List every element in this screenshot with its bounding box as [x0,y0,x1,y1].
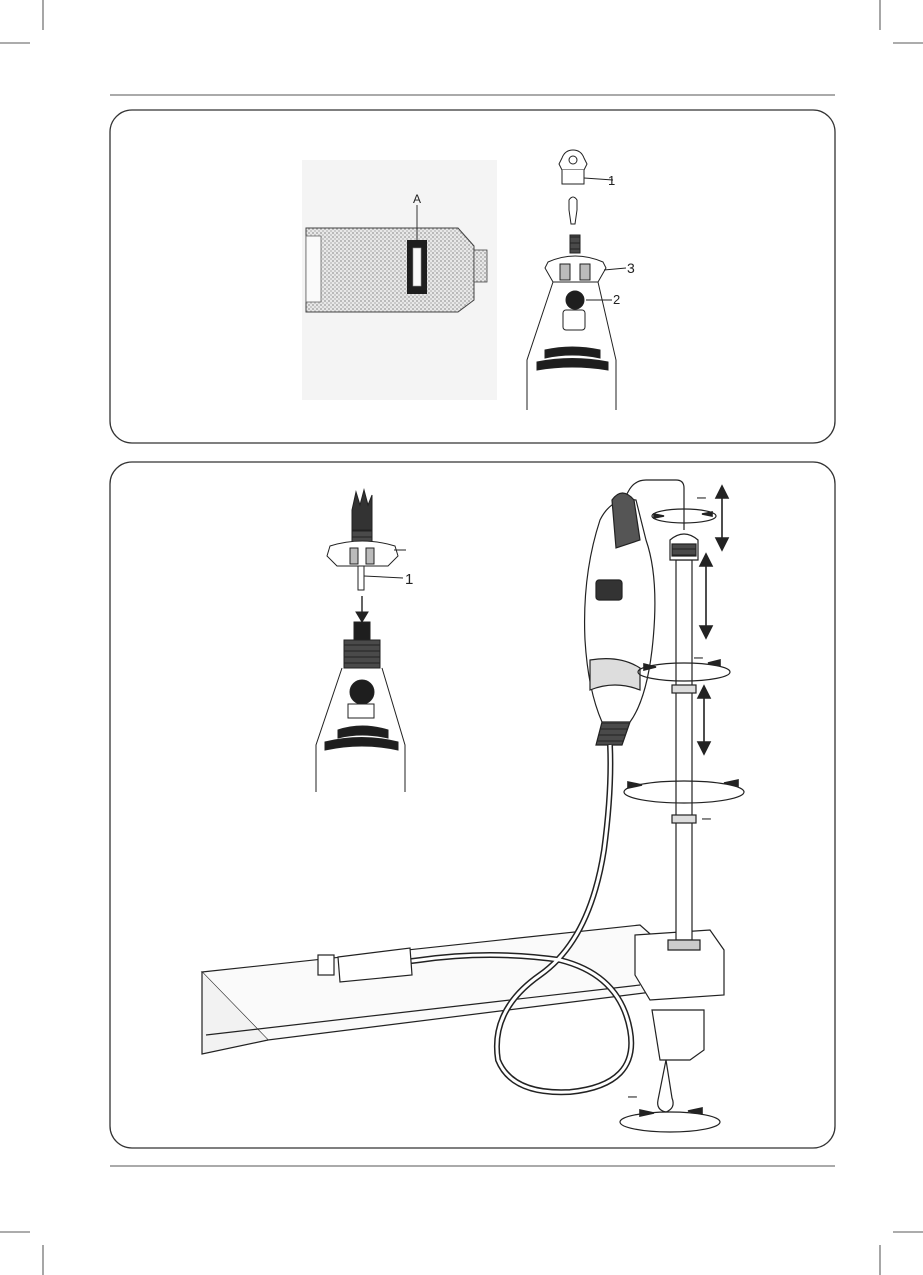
minus-mark-3: – [702,810,711,827]
callout-1-bottom: 1 [405,571,413,588]
switch-knob [413,248,421,286]
minus-mark-1: – [697,489,706,506]
collet-assembly-illustration [527,150,626,410]
stand-column [676,560,692,940]
switch-detail-illustration: A [302,160,497,400]
minus-mark-2: – [694,649,703,666]
minus-mark-4: – [628,1088,637,1105]
label-a: A [413,192,421,206]
workbench [202,925,708,1040]
spindle-lock-button [566,291,584,309]
rotary-tool-stand-illustration [202,480,744,1132]
callout-2-top: 2 [613,292,620,307]
flexible-shaft [368,745,631,1092]
callout-1-top: 1 [608,173,615,188]
collet-insert-illustration [316,490,406,792]
callout-3-top: 3 [627,260,635,276]
